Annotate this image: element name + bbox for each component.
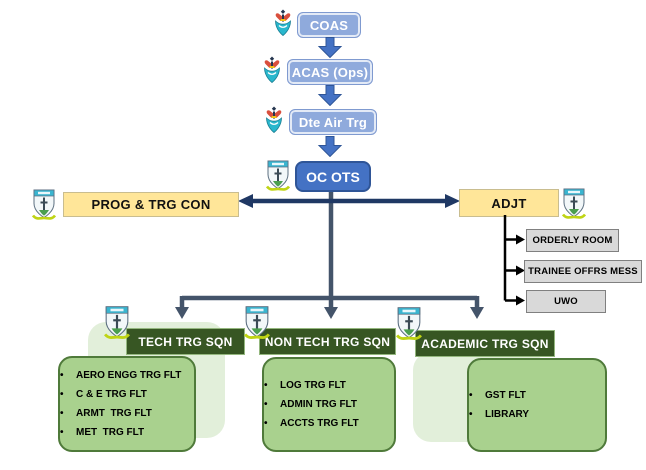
- node-prog-trg-con-label: PROG & TRG CON: [91, 197, 211, 212]
- unit-item: ADMIN TRG FLT: [264, 395, 394, 414]
- ots-shield-crest-icon: [32, 189, 56, 220]
- unit-item: C & E TRG FLT: [60, 385, 194, 404]
- ots-shield-crest-icon: [104, 305, 130, 339]
- ots-shield-crest-icon: [562, 188, 586, 219]
- node-academic-trg-sqn-label: ACADEMIC TRG SQN: [421, 336, 549, 351]
- academic-trg-sqn-units: GST FLT LIBRARY: [467, 358, 607, 452]
- node-uwo: UWO: [526, 290, 606, 313]
- node-coas: COAS: [297, 12, 361, 38]
- unit-label: MET TRG FLT: [76, 427, 145, 438]
- node-trainee-offrs-mess: TRAINEE OFFRS MESS: [524, 260, 642, 283]
- node-prog-trg-con: PROG & TRG CON: [63, 192, 239, 217]
- ots-shield-crest-icon: [396, 306, 422, 340]
- unit-item: AERO ENGG TRG FLT: [60, 366, 194, 385]
- node-academic-trg-sqn: ACADEMIC TRG SQN: [415, 330, 555, 357]
- node-non-tech-trg-sqn: NON TECH TRG SQN: [259, 328, 396, 355]
- node-adjt: ADJT: [459, 189, 559, 217]
- branch-connector: [175, 186, 484, 319]
- node-oc-ots-label: OC OTS: [306, 168, 360, 185]
- node-acas-ops: ACAS (Ops): [287, 59, 373, 85]
- unit-item: LIBRARY: [469, 405, 605, 424]
- air-force-crest-icon: [263, 56, 281, 84]
- arrow-down-icon: [318, 136, 342, 157]
- air-force-crest-icon: [274, 9, 292, 37]
- unit-label: C & E TRG FLT: [76, 389, 147, 400]
- double-arrow-connector: [238, 194, 460, 208]
- node-coas-label: COAS: [309, 17, 349, 33]
- node-dte-air-trg: Dte Air Trg: [289, 109, 377, 135]
- node-oc-ots: OC OTS: [295, 161, 371, 192]
- unit-item: MET TRG FLT: [60, 423, 194, 442]
- unit-label: GST FLT: [485, 390, 526, 401]
- node-adjt-label: ADJT: [491, 195, 527, 211]
- unit-item: GST FLT: [469, 386, 605, 405]
- adjt-bracket-connector: [503, 215, 525, 306]
- unit-label: ARMT TRG FLT: [76, 408, 152, 419]
- node-tech-trg-sqn-label: TECH TRG SQN: [138, 334, 233, 349]
- unit-item: LOG TRG FLT: [264, 376, 394, 395]
- node-orderly-room: ORDERLY ROOM: [526, 229, 619, 252]
- node-orderly-room-label: ORDERLY ROOM: [532, 235, 613, 246]
- node-tech-trg-sqn: TECH TRG SQN: [126, 328, 245, 355]
- node-uwo-label: UWO: [554, 296, 578, 307]
- tech-trg-sqn-units: AERO ENGG TRG FLT C & E TRG FLT ARMT TRG…: [58, 356, 196, 452]
- non-tech-trg-sqn-units: LOG TRG FLT ADMIN TRG FLT ACCTS TRG FLT: [262, 357, 396, 452]
- unit-label: LIBRARY: [485, 409, 530, 420]
- unit-label: AERO ENGG TRG FLT: [76, 370, 182, 381]
- unit-label: LOG TRG FLT: [280, 380, 346, 391]
- node-trainee-offrs-mess-label: TRAINEE OFFRS MESS: [528, 266, 638, 277]
- node-dte-air-trg-label: Dte Air Trg: [298, 114, 368, 130]
- unit-item: ARMT TRG FLT: [60, 404, 194, 423]
- ots-shield-crest-icon: [244, 305, 270, 339]
- unit-label: ACCTS TRG FLT: [280, 418, 359, 429]
- arrow-down-icon: [318, 85, 342, 106]
- unit-label: ADMIN TRG FLT: [280, 399, 358, 410]
- arrow-down-icon: [318, 37, 342, 58]
- unit-item: ACCTS TRG FLT: [264, 414, 394, 433]
- node-non-tech-trg-sqn-label: NON TECH TRG SQN: [264, 334, 391, 349]
- ots-shield-crest-icon: [266, 160, 290, 191]
- node-acas-ops-label: ACAS (Ops): [291, 64, 369, 80]
- air-force-crest-icon: [265, 106, 283, 134]
